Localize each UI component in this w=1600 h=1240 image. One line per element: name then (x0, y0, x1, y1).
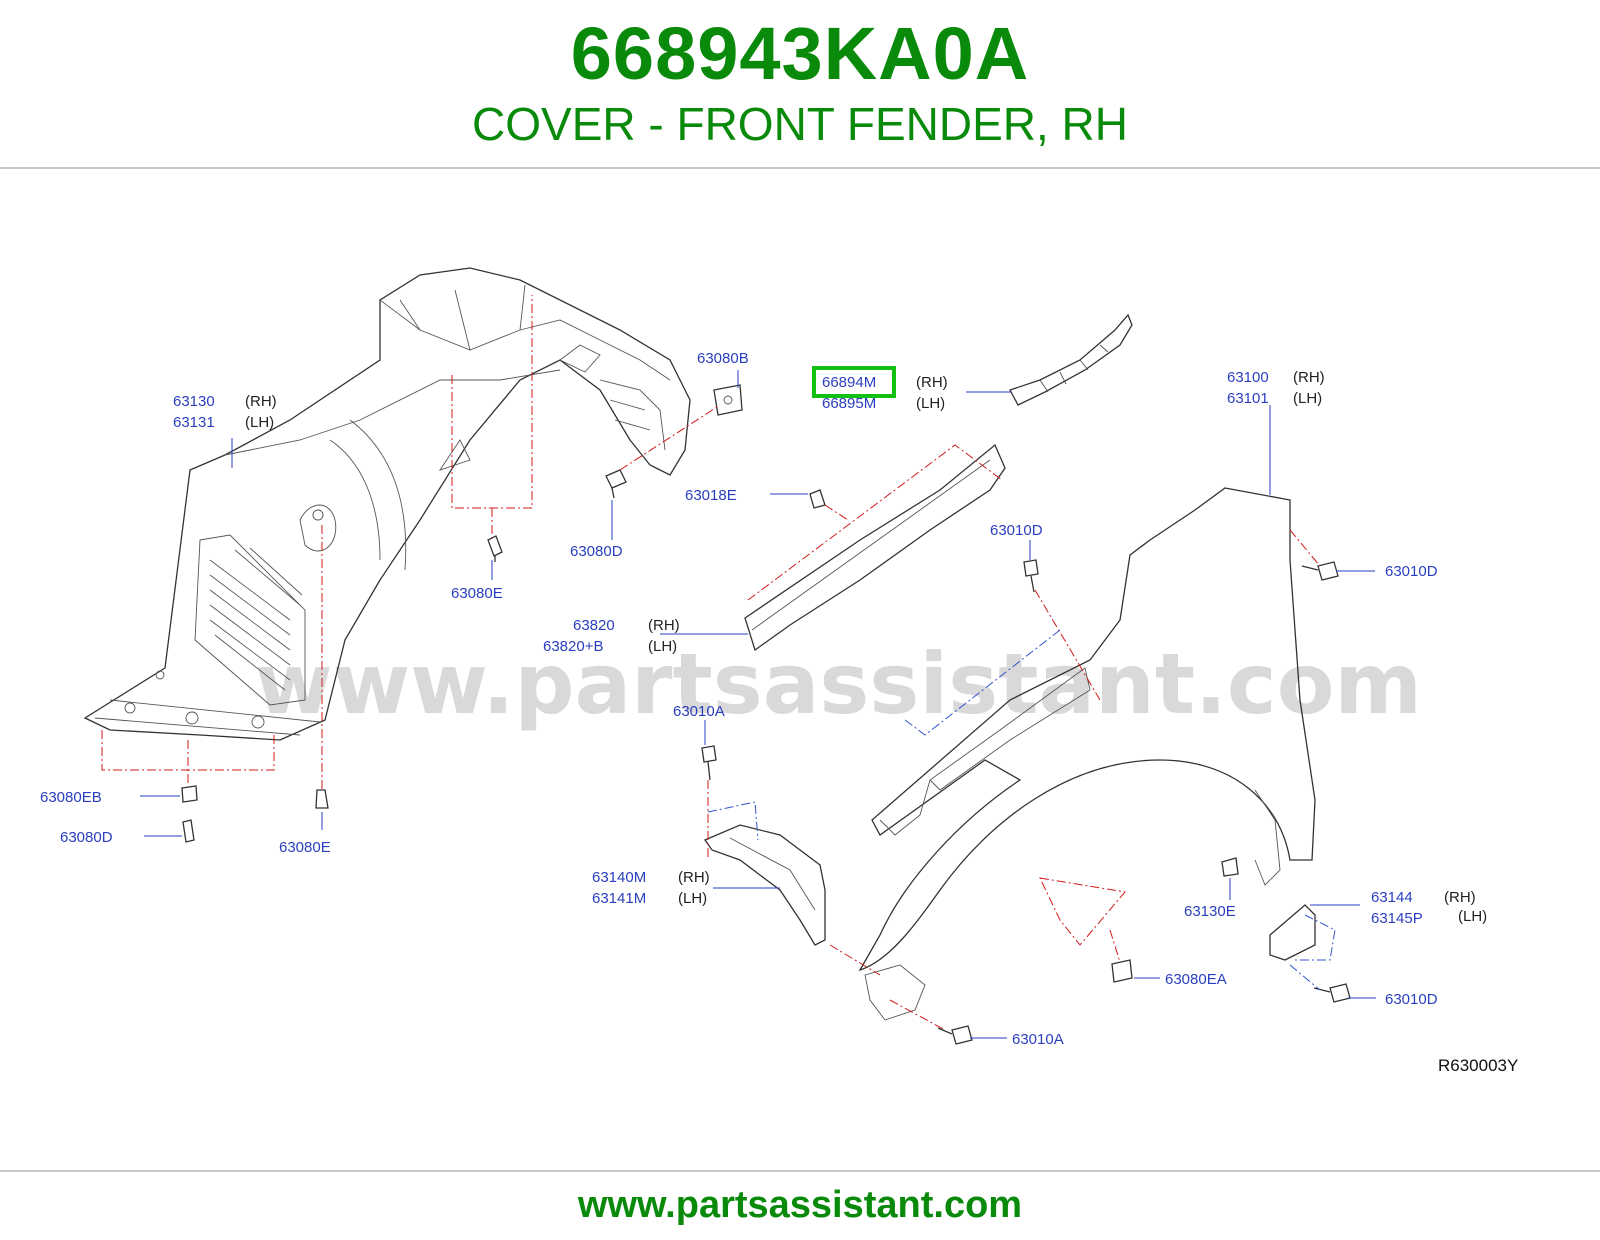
footer-url[interactable]: www.partsassistant.com (577, 1184, 1023, 1226)
label-63100-side: (RH) (1293, 369, 1325, 386)
label-63145P[interactable]: 63145P (1371, 910, 1423, 927)
label-63010A-bottom[interactable]: 63010A (1012, 1031, 1064, 1048)
assembly-guides (101, 295, 1321, 1031)
label-63820-side: (RH) (648, 617, 680, 634)
label-63820B-side: (LH) (648, 638, 677, 655)
label-63140M-side: (RH) (678, 869, 710, 886)
label-63131-side: (LH) (245, 414, 274, 431)
leader-lines (140, 370, 1376, 1039)
label-63018E[interactable]: 63018E (685, 487, 737, 504)
label-63144[interactable]: 63144 (1371, 889, 1413, 906)
label-63130[interactable]: 63130 (173, 393, 215, 410)
label-63010D-mid[interactable]: 63010D (990, 522, 1043, 539)
part-number-title: 668943KA0A (570, 12, 1030, 95)
label-63820B[interactable]: 63820+B (543, 638, 603, 655)
label-63101[interactable]: 63101 (1227, 390, 1269, 407)
label-63100[interactable]: 63100 (1227, 369, 1269, 386)
label-63010D-bottom[interactable]: 63010D (1385, 991, 1438, 1008)
label-63141M[interactable]: 63141M (592, 890, 646, 907)
label-66894M-side: (RH) (916, 374, 948, 391)
label-63080B[interactable]: 63080B (697, 350, 749, 367)
watermark: www.partsassistant.com (255, 635, 1422, 733)
callout-labels: 63130 (RH) 63131 (LH) 63080B 66894M (RH)… (40, 350, 1518, 1075)
label-66895M[interactable]: 66895M (822, 395, 876, 412)
seal-strip-drawing (744, 443, 1006, 652)
header: 668943KA0A COVER - FRONT FENDER, RH (0, 0, 1600, 168)
label-63080E-top[interactable]: 63080E (451, 585, 503, 602)
part-description: COVER - FRONT FENDER, RH (472, 98, 1128, 150)
label-63080D-bottom[interactable]: 63080D (60, 829, 113, 846)
rear-bracket-drawing (1269, 904, 1336, 961)
label-63080EA[interactable]: 63080EA (1165, 971, 1227, 988)
label-63141M-side: (LH) (678, 890, 707, 907)
label-63080E-bottom[interactable]: 63080E (279, 839, 331, 856)
label-63080EB[interactable]: 63080EB (40, 789, 102, 806)
label-63820[interactable]: 63820 (573, 617, 615, 634)
label-63101-side: (LH) (1293, 390, 1322, 407)
front-fender-drawing (858, 487, 1316, 972)
label-63131[interactable]: 63131 (173, 414, 215, 431)
label-63130E[interactable]: 63130E (1184, 903, 1236, 920)
label-63145P-side: (LH) (1458, 908, 1487, 925)
diagram-reference-code: R630003Y (1438, 1056, 1518, 1075)
label-63010A-top[interactable]: 63010A (673, 703, 725, 720)
label-63010D-right[interactable]: 63010D (1385, 563, 1438, 580)
label-63144-side: (RH) (1444, 889, 1476, 906)
header-divider (0, 167, 1600, 169)
footer-divider (0, 1170, 1600, 1172)
fender-liner-drawing (83, 267, 691, 741)
label-63130-side: (RH) (245, 393, 277, 410)
label-66894M[interactable]: 66894M (822, 374, 876, 391)
label-63140M[interactable]: 63140M (592, 869, 646, 886)
fender-bracket-drawing (704, 824, 926, 1021)
label-63080D-top[interactable]: 63080D (570, 543, 623, 560)
label-66895M-side: (LH) (916, 395, 945, 412)
highlight-box-66894M (812, 366, 896, 398)
front-fender-cover-drawing (1009, 313, 1133, 406)
